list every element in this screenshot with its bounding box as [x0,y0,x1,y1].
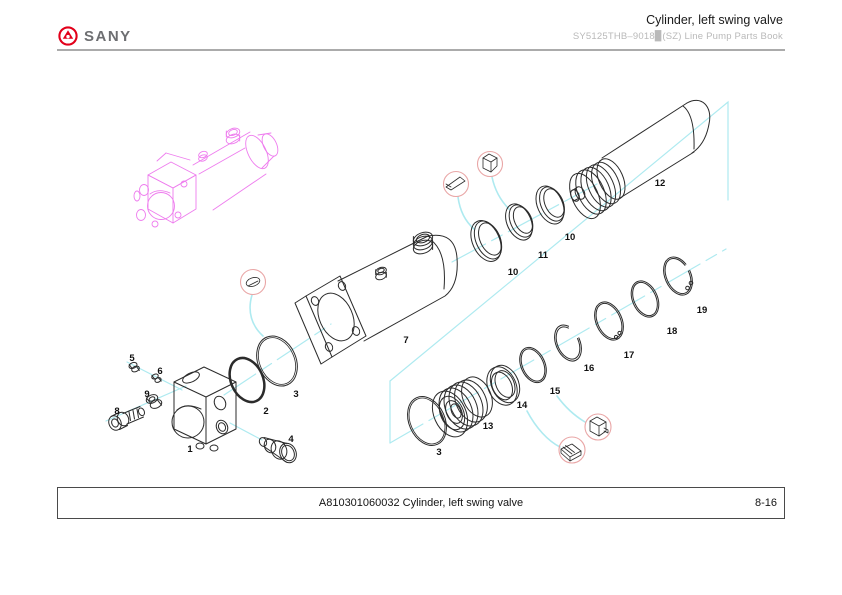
brand-name: SANY [84,27,132,45]
callout-8: 8 [114,406,119,417]
footer-caption: A810301060032 Cylinder, left swing valve [318,497,524,509]
detail-o-ring-section [239,268,267,296]
part-17-ring [594,301,624,341]
assembled-view [133,127,279,228]
callout-2: 2 [263,406,268,417]
part-4-fitting [258,437,297,464]
callout-1: 1 [187,444,193,455]
part-11-seal [505,203,534,241]
part-12-piston-rod [569,99,711,220]
detail-square-seal-section [476,150,504,178]
part-3-o-ring-left [256,335,298,387]
part-7-cylinder-body [294,231,458,365]
callout-12: 12 [655,178,666,189]
callouts: 5 6 9 8 1 2 3 4 7 10 11 10 12 3 13 14 15… [114,178,707,458]
callout-6: 6 [157,366,162,377]
part-8-bolt [108,406,146,431]
callout-13: 13 [483,421,494,432]
part-3-o-ring-bottom [407,396,447,446]
callout-3a: 3 [293,389,298,400]
page-title: Cylinder, left swing valve [646,13,783,27]
callout-4: 4 [288,434,294,445]
header-rule [57,49,785,51]
callout-3b: 3 [436,447,441,458]
callout-19: 19 [697,305,708,316]
callout-5: 5 [129,353,135,364]
detail-flat-seal-section [442,170,470,198]
callout-10a: 10 [508,267,519,278]
axis-lines [105,183,727,444]
part-15-ring [519,346,547,384]
callout-18: 18 [667,326,678,337]
sany-emblem-icon [58,26,78,46]
part-13-piston [431,376,493,438]
callout-9: 9 [144,389,149,400]
callout-17: 17 [624,350,635,361]
detail-block-seal-section [584,413,612,441]
part-1-valve-block [171,366,237,452]
part-9-nut [145,394,163,409]
callout-15: 15 [550,386,561,397]
detail-wedge-seal-section [558,436,586,464]
part-14-seal [486,364,521,406]
part-10-seal-left [470,220,503,262]
page-number: 8-16 [754,497,777,509]
part-18-ring [630,280,660,318]
page-subtitle: SY5125THB–9018▉(SZ) Line Pump Parts Book [572,31,783,42]
callout-7: 7 [403,335,408,346]
part-19-snap-ring [663,256,694,296]
callout-11: 11 [538,250,549,261]
callout-14: 14 [517,400,528,411]
part-16-snap-ring [554,324,582,362]
sheet-border [389,100,729,444]
callout-16: 16 [584,363,595,374]
brand-logo: SANY [57,25,132,47]
part-5-plug [128,361,140,373]
detail-circles [239,150,612,464]
part-6-plug [151,373,162,383]
callout-10b: 10 [565,232,576,243]
footer-box: A810301060032 Cylinder, left swing valve… [57,487,785,519]
part-10-seal-right [535,185,565,225]
